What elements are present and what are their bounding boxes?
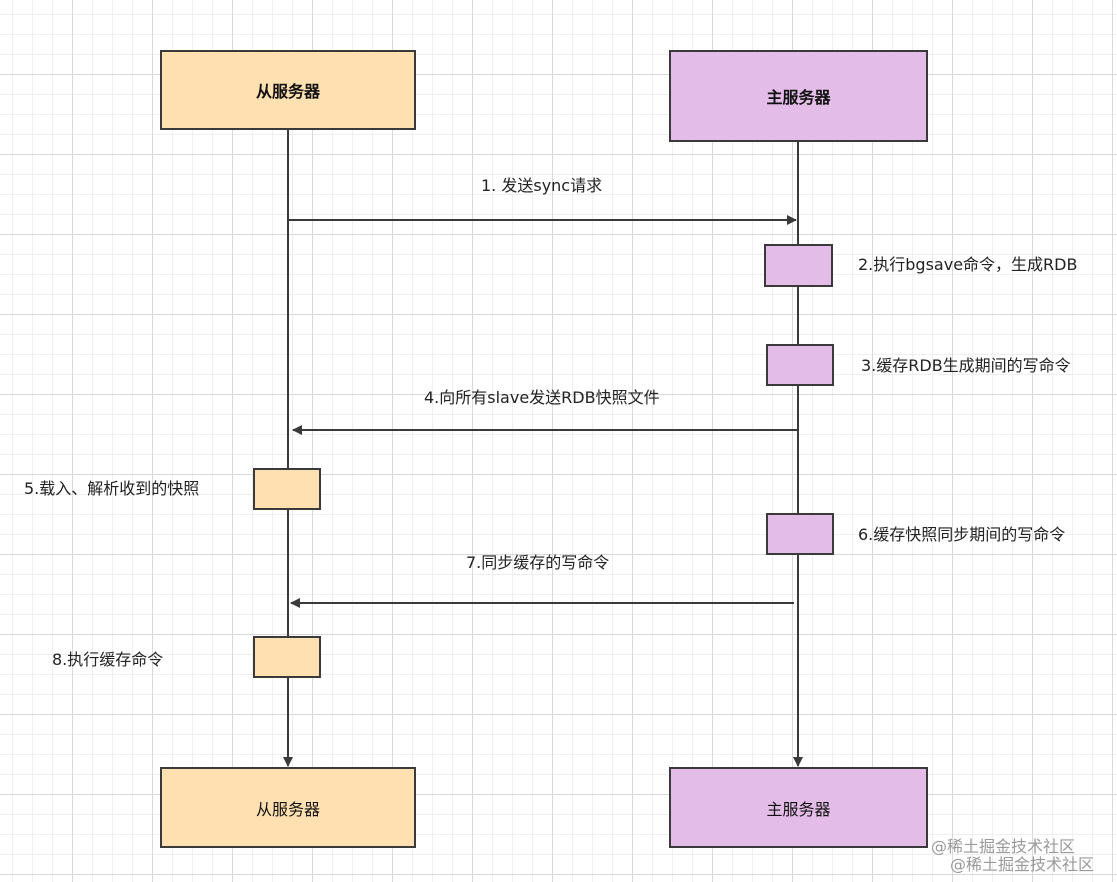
activation-box-2 — [764, 244, 833, 287]
slave-server-top: 从服务器 — [160, 50, 416, 130]
master-server-top: 主服务器 — [669, 50, 928, 142]
slave-server-top-label: 从服务器 — [255, 82, 320, 101]
step-label-7: 7.同步缓存的写命令 — [466, 553, 610, 572]
step-label-1: 1. 发送sync请求 — [481, 176, 603, 195]
step-label-6: 6.缓存快照同步期间的写命令 — [858, 525, 1066, 544]
activation-box-5 — [253, 468, 321, 510]
step-label-5: 5.载入、解析收到的快照 — [24, 479, 200, 498]
activation-box-3 — [766, 344, 834, 386]
master-server-bottom-label: 主服务器 — [766, 799, 831, 819]
slave-server-bottom: 从服务器 — [160, 767, 416, 848]
master-server-bottom: 主服务器 — [669, 767, 928, 848]
activation-box-8 — [253, 636, 321, 678]
step-label-3: 3.缓存RDB生成期间的写命令 — [861, 356, 1071, 375]
master-server-top-label: 主服务器 — [766, 88, 831, 107]
step-label-2: 2.执行bgsave命令，生成RDB — [858, 255, 1078, 274]
step-label-8: 8.执行缓存命令 — [52, 650, 164, 669]
activation-box-6 — [766, 513, 834, 555]
step-label-4: 4.向所有slave发送RDB快照文件 — [424, 388, 660, 407]
watermark-line-2: @稀土掘金技术社区 — [950, 855, 1095, 874]
slave-server-bottom-label: 从服务器 — [255, 799, 320, 819]
watermark-line-1: @稀土掘金技术社区 — [931, 837, 1076, 856]
